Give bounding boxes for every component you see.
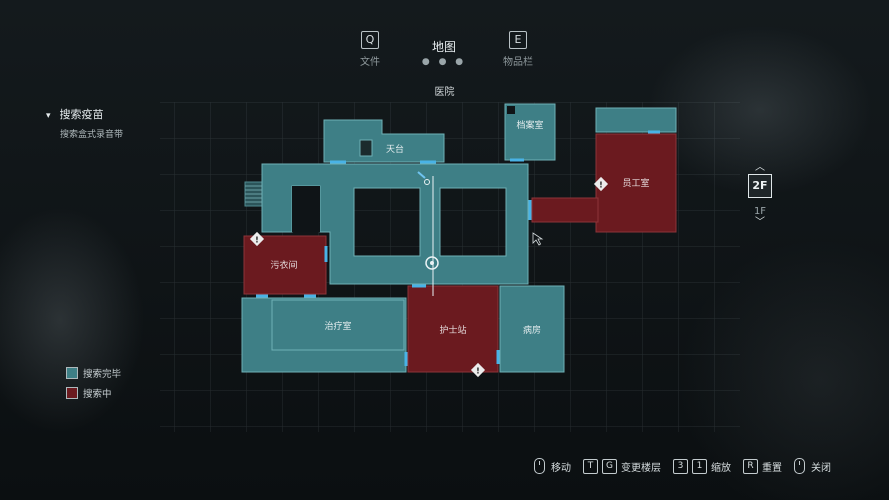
key-3: 3 (673, 458, 688, 474)
room-label-laundry: 污衣间 (270, 259, 297, 271)
room-label-nurse-station: 护士站 (439, 324, 466, 336)
chevron-down-icon[interactable]: ﹀ (755, 217, 765, 228)
treatment-inner (271, 299, 405, 351)
alert-icon: ! (470, 362, 486, 378)
top-tabs: Q 文件 地图 ● ● ● E 物品栏 (0, 28, 889, 88)
key-r: R (743, 458, 758, 474)
corridor (261, 163, 529, 285)
room-label-archive: 档案室 (516, 119, 543, 131)
legend-label-searching: 搜索中 (83, 389, 112, 400)
void-1 (292, 186, 320, 232)
camera-marker-icon (417, 171, 430, 185)
alert-icon: ! (593, 176, 609, 192)
player-marker-icon (425, 176, 439, 296)
floor-1f[interactable]: 1F (753, 206, 767, 217)
doors (256, 130, 660, 366)
tab-files-label: 文件 (360, 57, 380, 68)
legend-searching: 搜索中 (66, 386, 121, 400)
svg-text:!: ! (255, 236, 259, 245)
chevron-up-icon[interactable]: ︿ (755, 162, 765, 173)
stairs (244, 181, 264, 207)
objective-title: 搜索疫苗 (59, 108, 104, 121)
svg-text:!: ! (599, 181, 603, 190)
hint-close: 关闭 (811, 462, 831, 474)
cursor-icon (532, 232, 544, 246)
tab-map[interactable]: 地图 ● ● ● (414, 28, 474, 67)
tab-inventory-label: 物品栏 (503, 57, 533, 68)
legend-swatch-searched (66, 367, 78, 379)
room-label-ward: 病房 (523, 324, 541, 336)
room-small-top[interactable] (595, 107, 677, 133)
hint-change-floor: 变更楼层 (621, 462, 661, 474)
room-ward[interactable] (499, 285, 565, 373)
floor-2f[interactable]: 2F (748, 174, 772, 198)
floor-selector: ︿ 2F 1F ﹀ (745, 162, 775, 229)
hint-reset: 重置 (762, 462, 782, 474)
legend-swatch-searching (66, 387, 78, 399)
page-dots: ● ● ● (421, 57, 467, 67)
room-nurse-station[interactable] (407, 285, 499, 373)
svg-text:!: ! (476, 367, 480, 376)
key-q: Q (361, 31, 379, 49)
room-staff[interactable] (595, 133, 677, 233)
key-e: E (509, 31, 527, 49)
room-laundry[interactable] (243, 235, 327, 295)
chevron-down-icon: ▾ (46, 111, 51, 121)
staff-corridor[interactable] (531, 197, 599, 223)
mouse-icon (534, 458, 545, 474)
mouse-icon (794, 458, 805, 474)
archive-corner (507, 106, 515, 114)
key-g: G (602, 458, 617, 474)
key-1: 1 (692, 458, 707, 474)
rooftop-pillar (359, 139, 373, 157)
hint-move: 移动 (551, 462, 571, 474)
area-name: 医院 (434, 87, 455, 98)
tab-inventory[interactable]: E 物品栏 (488, 28, 548, 68)
legend-label-searched: 搜索完毕 (83, 369, 122, 380)
tab-files[interactable]: Q 文件 (340, 28, 400, 68)
room-label-treatment: 治疗室 (324, 320, 351, 332)
legend-searched: 搜索完毕 (66, 366, 121, 380)
tab-map-label: 地图 (431, 40, 456, 54)
key-t: T (583, 458, 598, 474)
objective-title-row[interactable]: ▾ 搜索疫苗 (46, 106, 123, 122)
objective-panel: ▾ 搜索疫苗 搜索盒式录音带 (46, 106, 123, 140)
control-hints: 移动 T G 变更楼层 3 1 缩放 R 重置 关闭 (534, 458, 843, 474)
legend: 搜索完毕 搜索中 (66, 366, 121, 406)
room-label-staff: 员工室 (622, 177, 649, 189)
room-rooftop[interactable] (323, 119, 445, 163)
objective-subtitle: 搜索盒式录音带 (60, 130, 124, 140)
room-label-rooftop: 天台 (386, 143, 404, 155)
hint-zoom: 缩放 (711, 462, 731, 474)
